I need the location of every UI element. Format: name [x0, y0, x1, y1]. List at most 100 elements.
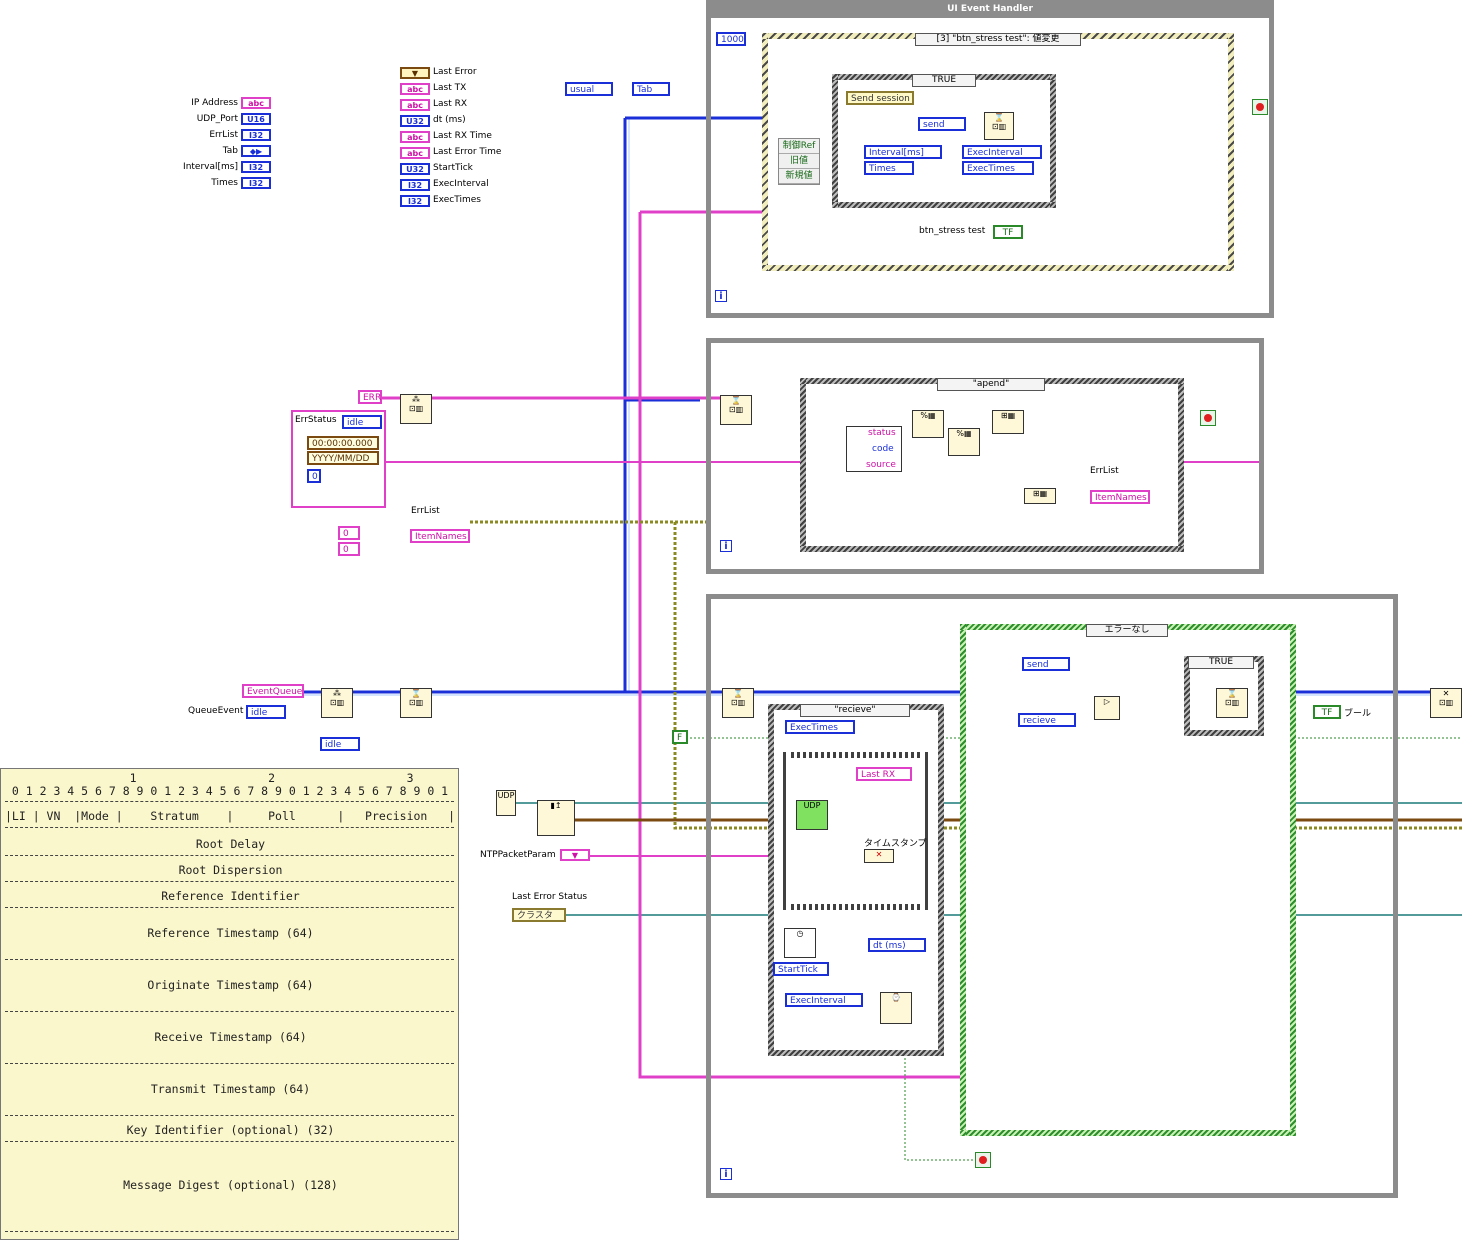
indicator-label: dt (ms)	[433, 115, 466, 125]
indicator-terminal: ▼	[400, 67, 430, 79]
errstatus-enum[interactable]: idle	[342, 415, 382, 429]
btn-stress-test-label: btn_stress test	[919, 226, 986, 236]
stop-icon-loop3[interactable]	[975, 1152, 991, 1168]
date-constant[interactable]: YYYY/MM/DD	[307, 451, 379, 465]
flat-sequence	[782, 752, 928, 910]
control-terminal[interactable]: U16	[241, 113, 271, 125]
event-selector[interactable]: [3] "btn_stress test": 値変更	[915, 33, 1081, 46]
err-constant[interactable]: ERR	[358, 390, 382, 404]
stop-icon-loop1[interactable]	[1252, 99, 1268, 115]
code-field: code	[872, 444, 894, 454]
build-array-node-1: ⊞▦	[992, 410, 1024, 434]
event-queue-constant[interactable]: EventQueue	[242, 684, 304, 698]
indicator-terminal: I32	[400, 195, 430, 207]
time-constant[interactable]: 00:00:00.000	[307, 436, 379, 450]
false-constant[interactable]: F	[672, 730, 688, 744]
zero-constant[interactable]: 0	[307, 469, 321, 483]
btn-stress-test-terminal[interactable]: TF	[993, 225, 1023, 239]
case-selector-apend[interactable]: "apend"	[937, 378, 1045, 391]
interval-local: Interval[ms]	[864, 145, 942, 159]
status-field: status	[868, 428, 896, 438]
indicator-terminal: I32	[400, 179, 430, 191]
event-data-item: 制御Ref	[779, 139, 819, 154]
indicator-terminal: U32	[400, 115, 430, 127]
enqueue-node-inner: ⌛⊡▥	[1216, 688, 1248, 718]
exec-times-local: ExecTimes	[962, 161, 1034, 175]
timestamp-label: タイムスタンプ	[864, 839, 927, 849]
case-selector-true-inner[interactable]: TRUE	[1188, 656, 1254, 669]
control-terminal[interactable]: ◆▶	[241, 145, 271, 157]
while-loop-ui-event-handler: UI Event Handler	[706, 0, 1274, 318]
case-selector-no-error[interactable]: エラーなし	[1086, 624, 1168, 637]
while-loop-error-logger	[706, 338, 1264, 574]
udp-open-node: UDP	[496, 790, 516, 816]
note-ruler-bits: 0 1 2 3 4 5 6 7 8 9 0 1 2 3 4 5 6 7 8 9 …	[5, 784, 449, 798]
stop-icon-loop2[interactable]	[1200, 410, 1216, 426]
starttick-local: StartTick	[773, 962, 829, 976]
dequeue-node-loop3: ⌛⊡▥	[722, 688, 754, 718]
note-field-row: Reference Identifier	[161, 889, 300, 903]
note-ruler-tens: 1 2 3	[5, 771, 414, 785]
loop-title: UI Event Handler	[711, 0, 1269, 18]
loop-info-icon-2: i	[720, 540, 732, 552]
ntp-packet-param-terminal: ▼	[560, 849, 590, 861]
ntp-packet-param-label: NTPPacketParam	[480, 850, 556, 860]
event-data-item: 新規値	[779, 169, 819, 184]
enqueue-element-node: ⌛⊡▥	[984, 112, 1014, 140]
case-selector-true[interactable]: TRUE	[912, 74, 976, 87]
note-field-row: Message Digest (optional) (128)	[123, 1178, 338, 1192]
note-field-row: Transmit Timestamp (64)	[150, 1082, 311, 1096]
control-terminal[interactable]: I32	[241, 161, 271, 173]
note-field-row: Root Delay	[195, 837, 266, 851]
control-terminal[interactable]: I32	[241, 129, 271, 141]
send-session-label: Send session	[846, 91, 914, 105]
note-field-row: Key Identifier (optional) (32)	[126, 1123, 335, 1137]
last-rx-local: Last RX	[856, 767, 912, 781]
errlist-itemnames-inner: ItemNames	[1090, 490, 1150, 504]
note-header-row: |LI | VN |Mode | Stratum | Poll | Precis…	[5, 809, 456, 823]
timeout-constant[interactable]: 1000	[716, 32, 746, 46]
array-constant-0a[interactable]: 0	[338, 526, 360, 540]
while-loop-receiver	[706, 594, 1398, 1198]
cluster-constant[interactable]: クラスタ	[512, 908, 566, 922]
recieve-enum[interactable]: recieve	[1018, 713, 1076, 727]
tab-local: Tab	[632, 82, 670, 96]
control-terminal[interactable]: I32	[241, 177, 271, 189]
queue-event-enum[interactable]: idle	[246, 705, 286, 719]
indicator-label: Last RX Time	[433, 131, 492, 141]
case-selector-recieve[interactable]: "recieve"	[800, 704, 910, 717]
indicator-terminal: U32	[400, 163, 430, 175]
select-node: ▷	[1094, 696, 1120, 720]
execinterval-local: ExecInterval	[785, 993, 863, 1007]
send-enum-loop3[interactable]: send	[1022, 657, 1070, 671]
control-label: UDP_Port	[196, 114, 238, 124]
format-string-node-2: %▦	[948, 428, 980, 456]
indicator-label: Last TX	[433, 83, 467, 93]
indicator-terminal: abc	[400, 99, 430, 111]
boolean-terminal[interactable]: TF	[1313, 705, 1341, 719]
unbundle-node	[846, 426, 902, 472]
idle-enum[interactable]: idle	[320, 737, 360, 751]
indicator-terminal: abc	[400, 83, 430, 95]
usual-enum[interactable]: usual	[565, 82, 613, 96]
indicator-label: StartTick	[433, 163, 473, 173]
indicator-terminal: abc	[400, 147, 430, 159]
errlist-label-outer: ErrList	[411, 506, 440, 516]
note-field-row: Receive Timestamp (64)	[154, 1030, 307, 1044]
exectimes-local: ExecTimes	[785, 720, 855, 734]
indicator-label: Last RX	[433, 99, 468, 109]
note-field-row: Originate Timestamp (64)	[147, 978, 314, 992]
array-constant-0b[interactable]: 0	[338, 542, 360, 556]
note-field-row: Root Dispersion	[178, 863, 283, 877]
control-terminal[interactable]: abc	[241, 97, 271, 109]
control-label: Times	[211, 178, 238, 188]
bundle-node: ▮↥	[537, 800, 575, 836]
indicator-label: ExecInterval	[433, 179, 489, 189]
control-label: Tab	[222, 146, 238, 156]
ntp-packet-format-note: 1 2 3 0 1 2 3 4 5 6 7 8 9 0 1 2 3 4 5 6 …	[0, 768, 459, 1240]
indicator-label: ExecTimes	[433, 195, 481, 205]
event-data-item: 旧値	[779, 154, 819, 169]
loop-info-icon-3: i	[720, 1168, 732, 1180]
send-enum[interactable]: send	[918, 117, 966, 131]
